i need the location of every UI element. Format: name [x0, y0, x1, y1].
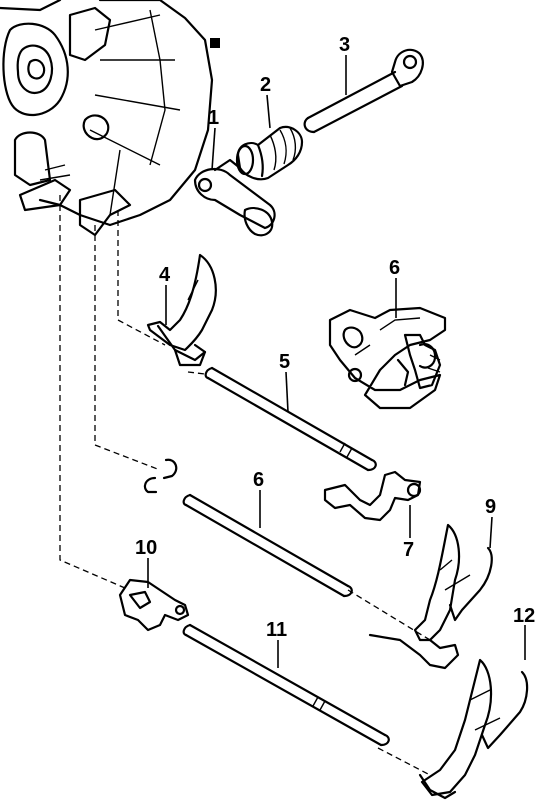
retaining-clip [143, 458, 178, 494]
part-12-shift-fork [418, 658, 529, 800]
callout-6-rail: 6 [253, 469, 264, 491]
part-5-shift-rail [204, 366, 377, 472]
transmission-housing [0, 0, 220, 237]
housing-bolt-icon [210, 38, 220, 48]
part-7-shift-lug [323, 470, 422, 522]
part-4-shift-fork [146, 253, 217, 367]
callout-6-interlock: 6 [389, 257, 400, 279]
part-6-interlock-assembly [328, 306, 447, 410]
part-2-bellows-boot [235, 125, 304, 181]
callout-3: 3 [339, 34, 350, 56]
callout-labels: 1 2 3 4 5 6 6 7 9 10 11 12 [135, 34, 535, 641]
callout-9: 9 [485, 496, 496, 518]
part-9-shift-fork [368, 523, 493, 670]
part-6-shift-rail [182, 493, 353, 598]
callout-12: 12 [513, 605, 535, 627]
callout-1: 1 [208, 107, 219, 129]
part-10-shift-lug [118, 578, 190, 632]
callout-10: 10 [135, 537, 157, 559]
callout-leaders [147, 55, 526, 668]
callout-2: 2 [260, 74, 271, 96]
part-11-shift-rail [182, 623, 390, 747]
part-3-shift-rod [303, 48, 424, 134]
callout-7: 7 [403, 539, 414, 561]
alignment-lines [59, 195, 431, 776]
callout-5: 5 [279, 351, 290, 373]
callout-11: 11 [266, 619, 287, 641]
callout-4: 4 [159, 264, 171, 286]
